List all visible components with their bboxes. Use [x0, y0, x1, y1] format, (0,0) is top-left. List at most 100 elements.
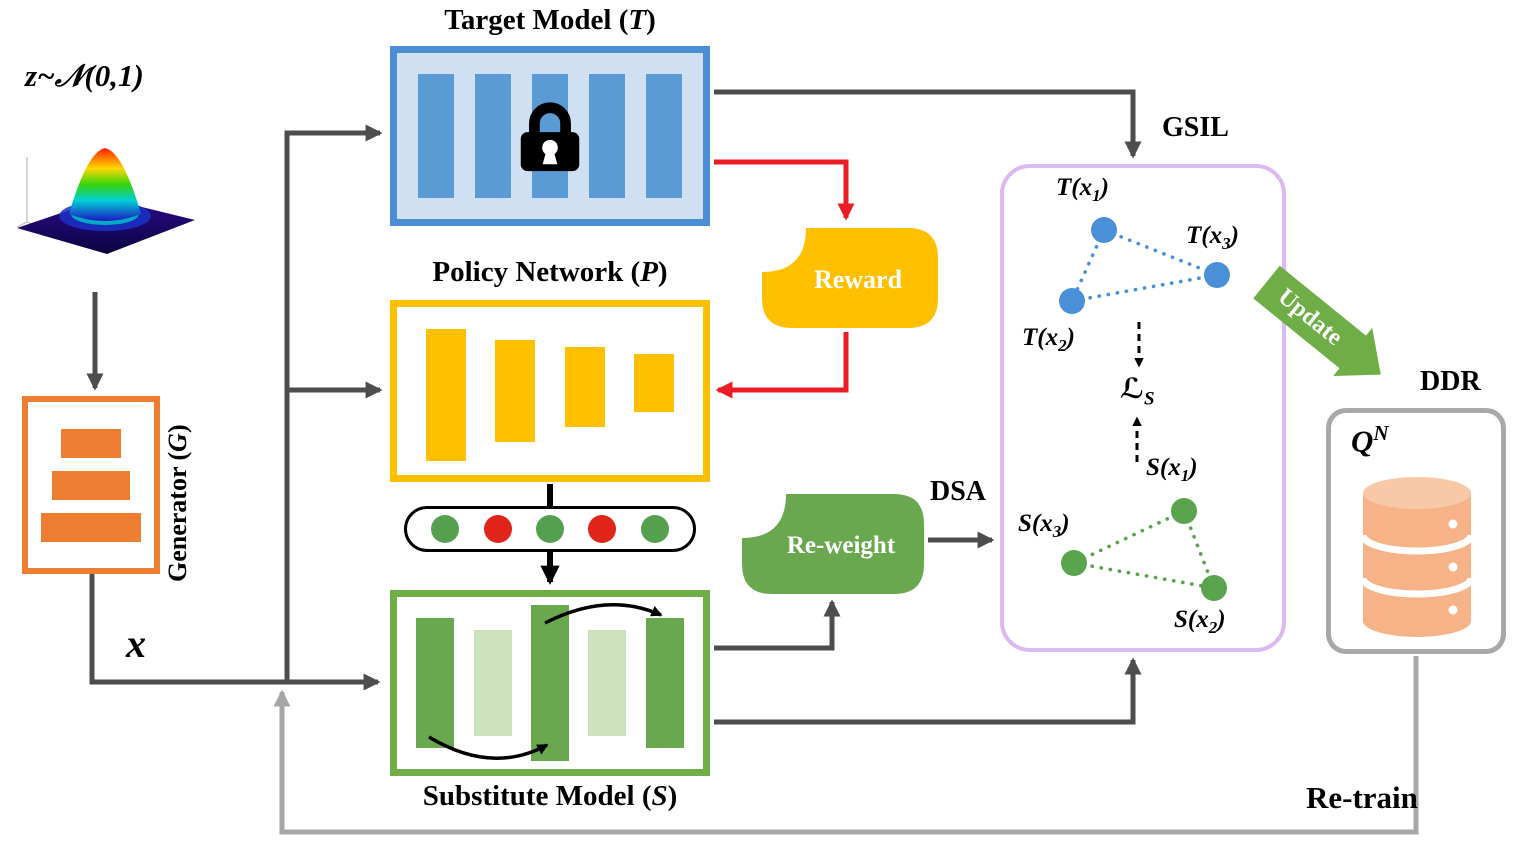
arrow-substitute-to-reweight: [714, 599, 841, 651]
label-close: ): [1100, 174, 1109, 201]
recurrent-arrow-top: [544, 602, 663, 625]
gsil-graphs: [1059, 217, 1230, 601]
x-label: x: [126, 621, 146, 666]
reweight-label: Re-weight: [786, 532, 896, 559]
policy-state-pill: [404, 506, 696, 552]
label-close: ): [1230, 222, 1239, 249]
label-main: Generator (: [163, 451, 192, 582]
gsil-node-label-t1: T(x1): [1056, 174, 1109, 206]
latent-label: z~𝒩(0,1): [25, 58, 144, 93]
database-icon: [1359, 477, 1475, 637]
layer-bar: [418, 74, 454, 198]
arrow-substitute-to-gsil: [714, 657, 1142, 725]
policy-network-box: [390, 300, 710, 482]
label-close: ): [657, 256, 668, 288]
arrow-target-to-reward: [714, 159, 855, 221]
green-state-circle: [640, 515, 669, 543]
label-close: ): [1061, 510, 1070, 537]
layer-bar: [646, 74, 682, 198]
arrow-reward-to-policy: [715, 332, 849, 399]
reward-label: Reward: [813, 265, 903, 294]
layer-bar: [564, 347, 605, 427]
label-main: S(x: [1018, 510, 1053, 537]
label-main: T(x: [1186, 222, 1223, 249]
policy-network-title: Policy Network (P): [390, 256, 710, 289]
label-sub: 3: [1052, 522, 1062, 541]
s1-node: [1171, 498, 1197, 524]
label-main: Policy Network (: [432, 256, 641, 288]
label-main: Q: [1351, 423, 1374, 459]
s3-node: [1061, 550, 1087, 576]
label-main: Substitute Model (: [422, 780, 652, 812]
label-sup: N: [1373, 421, 1389, 445]
queue-label: QN: [1351, 421, 1389, 459]
label-var: G: [163, 433, 192, 452]
label-var: T: [628, 4, 647, 36]
label-main: Target Model (: [444, 4, 629, 36]
generator-box: [22, 396, 160, 574]
gsil-node-label-t3: T(x3): [1186, 222, 1239, 254]
plot-gaussian-peak: [69, 148, 141, 221]
dsa-label: DSA: [930, 476, 987, 507]
reweight-callout: Re-weight: [740, 492, 926, 596]
gsil-label: GSIL: [1162, 112, 1229, 143]
label-main: S(x: [1174, 606, 1209, 633]
t3-node: [1204, 262, 1230, 288]
label-var: S: [651, 780, 668, 812]
substitute-model-box: [390, 590, 710, 776]
ddr-box: QN: [1326, 408, 1506, 654]
substitute-model-title: Substitute Model (S): [390, 780, 710, 813]
label-close: ): [1189, 454, 1198, 481]
label-main: ℒ: [1120, 374, 1144, 405]
label-close: ): [1066, 324, 1075, 351]
reweight-shape: [742, 494, 924, 594]
layer-bar: [416, 618, 455, 748]
gsil-box: T(x1) T(x3) T(x2) ℒS S(x1) S(x3) S(x2): [1000, 164, 1286, 652]
arrow-x-to-target: [284, 124, 383, 682]
gsil-node-label-t2: T(x2): [1022, 324, 1075, 356]
reward-shape: [762, 228, 938, 328]
layer-bar: [589, 74, 625, 198]
label-sub: 2: [1058, 336, 1067, 355]
label-main: T(x: [1022, 324, 1059, 351]
ddr-label: DDR: [1420, 366, 1481, 397]
lock-icon: [520, 102, 580, 172]
gaussian-plot: [16, 148, 195, 254]
target-model-box: [390, 46, 710, 226]
retrain-label: Re-train: [1306, 780, 1418, 815]
label-sub: S: [1143, 388, 1155, 410]
gsil-loss-label: ℒS: [1120, 372, 1155, 411]
layer-bar: [473, 630, 512, 736]
green-state-circle: [535, 515, 564, 543]
red-state-circle: [588, 515, 617, 543]
layer-bar: [633, 354, 674, 412]
gsil-node-label-s2: S(x2): [1174, 606, 1226, 638]
label-close: ): [1217, 606, 1226, 633]
layer-bar: [52, 470, 130, 500]
s2-node: [1201, 575, 1227, 601]
gsil-node-label-s1: S(x1): [1146, 454, 1198, 486]
layer-bar: [61, 428, 121, 458]
t1-node: [1091, 217, 1117, 243]
label-sub: 2: [1208, 618, 1218, 637]
green-state-circle: [431, 515, 460, 543]
layer-bar: [41, 512, 141, 542]
gsil-node-label-s3: S(x3): [1018, 510, 1070, 542]
layer-bar: [530, 605, 569, 761]
t2-node: [1059, 288, 1085, 314]
layer-bar: [426, 329, 467, 461]
target-model-title: Target Model (T): [390, 4, 710, 37]
label-close: ): [163, 424, 192, 434]
label-sub: 3: [1222, 234, 1231, 253]
layer-bar: [475, 74, 511, 198]
generator-label: Generator (G): [163, 372, 193, 582]
layer-bar: [645, 618, 684, 748]
reward-callout: Reward: [760, 226, 940, 330]
s-graph-edges: [1072, 509, 1216, 590]
arrow-target-to-gsil: [714, 89, 1142, 159]
label-main: S(x: [1146, 454, 1181, 481]
label-close: ): [667, 780, 678, 812]
layer-bar: [588, 630, 627, 736]
recurrent-arrow-bottom: [428, 735, 549, 760]
